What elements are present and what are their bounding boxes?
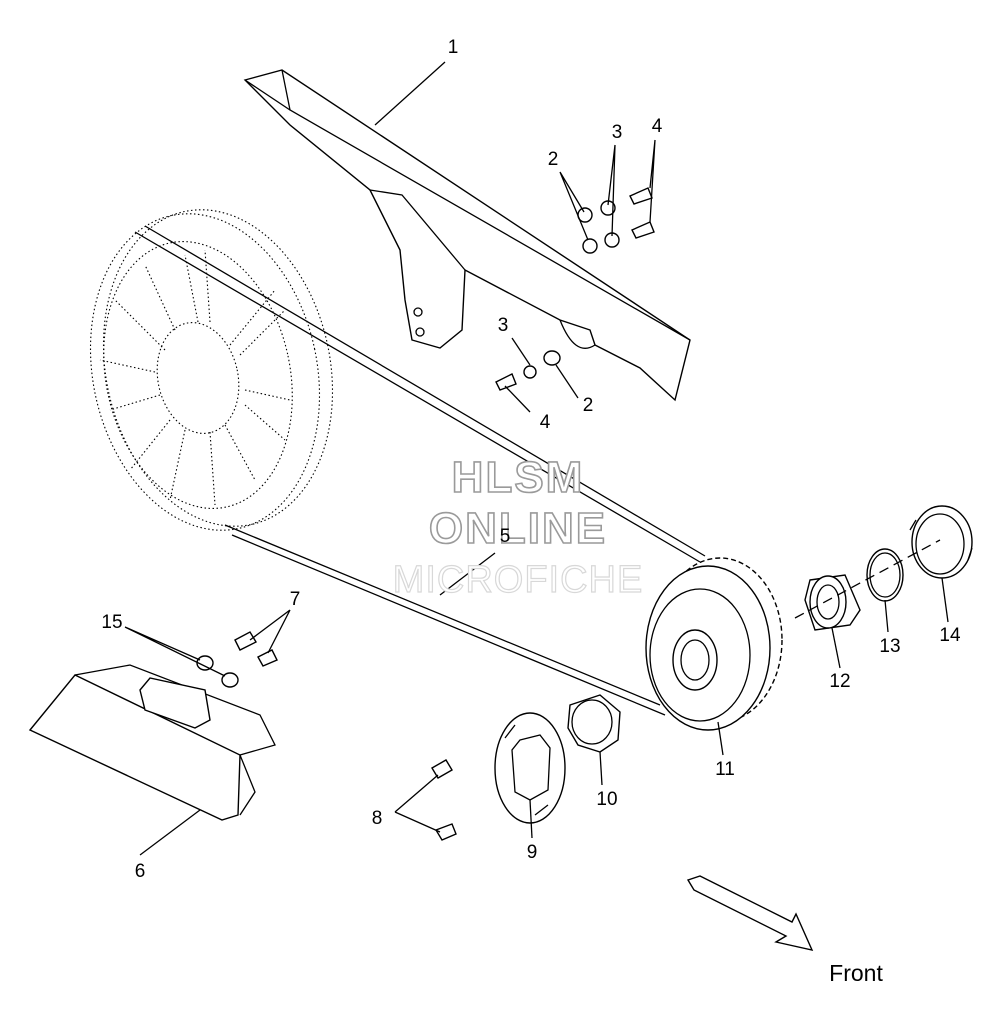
callout-11: 11 [715, 759, 735, 780]
screws-8 [431, 759, 457, 841]
watermark: HLSM ONLINE MICROFICHE [392, 452, 644, 601]
drive-belt [134, 225, 706, 716]
belt-guard-lower [28, 664, 276, 821]
callout-2: 2 [583, 395, 594, 416]
watermark-line-2: ONLINE [429, 504, 607, 553]
belt-guard-upper [243, 69, 691, 402]
ring-13 [866, 548, 904, 602]
spacer-12 [804, 574, 861, 631]
front-sprocket [645, 557, 783, 731]
callout-10: 10 [596, 789, 617, 810]
rear-pulley [89, 209, 334, 531]
axle-centerline [794, 539, 941, 619]
callout-8: 8 [372, 808, 383, 829]
callout-2: 2 [548, 149, 559, 170]
callouts: 1 2 3 4 3 4 2 5 7 15 6 8 9 10 11 12 13 1… [101, 37, 961, 882]
callout-3: 3 [498, 315, 509, 336]
lock-plate-9 [494, 712, 566, 824]
callout-15: 15 [101, 612, 122, 633]
callout-5: 5 [500, 526, 511, 547]
callout-3: 3 [612, 122, 623, 143]
callout-14: 14 [939, 625, 961, 646]
leader-lines [124, 61, 949, 856]
watermark-line-3: MICROFICHE [393, 559, 644, 601]
callout-6: 6 [135, 861, 146, 882]
callout-9: 9 [527, 842, 538, 863]
fasteners-7-15 [196, 631, 278, 688]
callout-13: 13 [879, 636, 900, 657]
callout-1: 1 [448, 37, 459, 58]
watermark-line-1: HLSM [452, 453, 585, 502]
seal-14 [909, 505, 973, 579]
callout-7: 7 [290, 589, 301, 610]
fasteners-upper [495, 187, 655, 391]
nut-10 [567, 694, 621, 753]
front-label: Front [829, 960, 883, 986]
callout-4: 4 [540, 412, 551, 433]
callout-12: 12 [829, 671, 850, 692]
front-arrow-icon [686, 875, 814, 951]
callout-4: 4 [652, 116, 663, 137]
